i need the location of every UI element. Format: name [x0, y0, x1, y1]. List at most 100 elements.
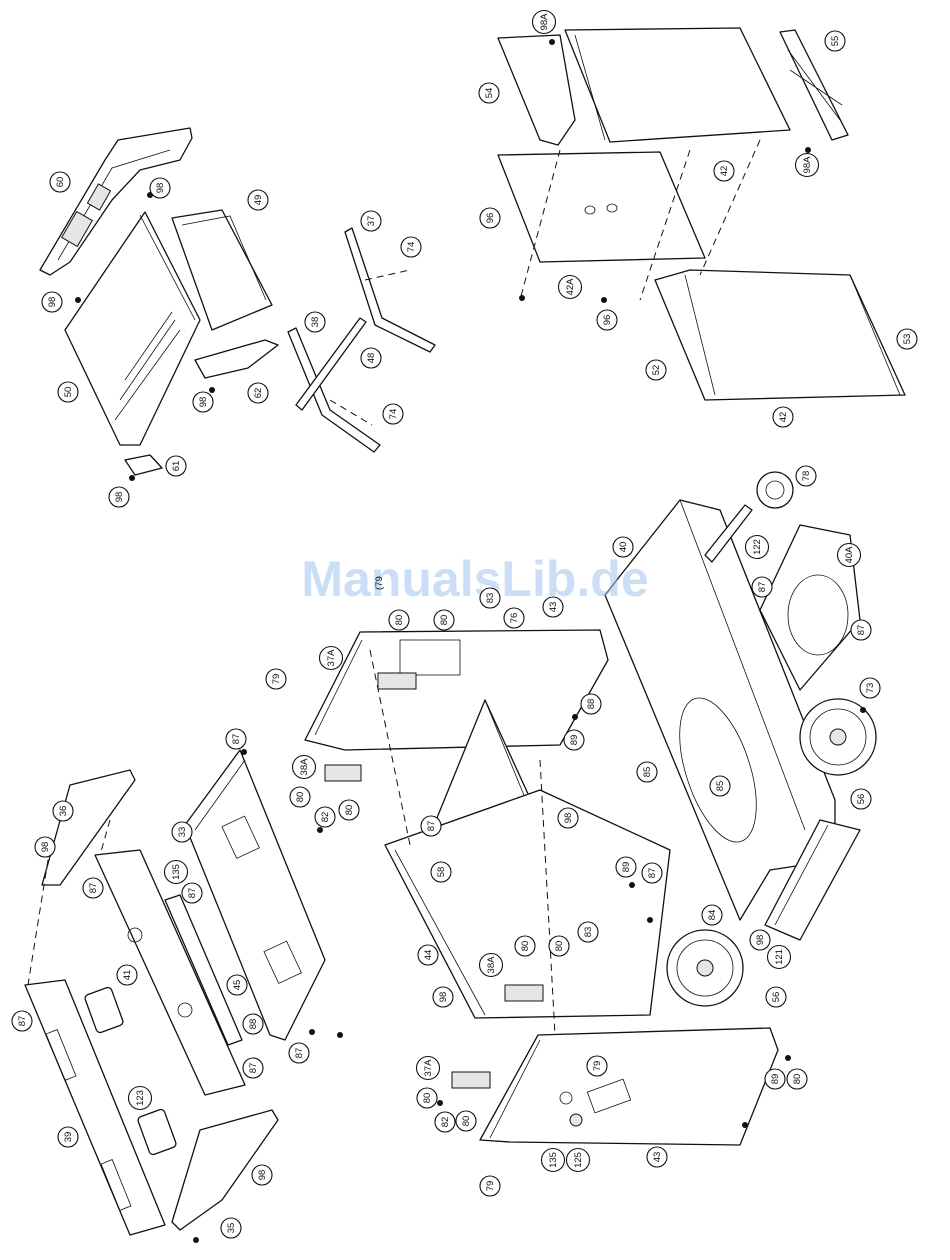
- part-callout-121: 121: [766, 944, 792, 970]
- part-callout-55: 55: [824, 30, 846, 52]
- part-callout-74: 74: [382, 403, 404, 425]
- part-number: 98: [563, 813, 574, 824]
- part-number: 87: [187, 888, 198, 899]
- part-callout-98: 98: [432, 986, 454, 1008]
- part-number: 98: [155, 183, 166, 194]
- part-number: 98: [47, 297, 58, 308]
- part-number: 80: [520, 941, 531, 952]
- part-number: 40: [618, 542, 629, 553]
- part-number: 56: [771, 992, 782, 1003]
- part-number: 125: [573, 1152, 584, 1168]
- part-callout-49: 49: [247, 189, 269, 211]
- part-number: 80: [554, 941, 565, 952]
- hood-assembly: [39, 127, 436, 476]
- part-callout-54: 54: [478, 82, 500, 104]
- part-callout-80: 80: [388, 609, 410, 631]
- part-callout-87: 87: [641, 862, 663, 884]
- part-number: 35: [226, 1223, 237, 1234]
- part-callout-87: 87: [181, 882, 203, 904]
- part-callout-98a: 98A: [794, 152, 820, 178]
- part-number: 80: [461, 1116, 472, 1127]
- part-number: 61: [171, 461, 182, 472]
- part-callout-80: 80: [786, 1068, 808, 1090]
- part-callout-41: 41: [116, 964, 138, 986]
- part-number: 98: [198, 397, 209, 408]
- part-callout-58: 58: [430, 861, 452, 883]
- part-callout-73: 73: [859, 677, 881, 699]
- part-number: 58: [436, 867, 447, 878]
- part-number: 98: [40, 842, 51, 853]
- part-callout-76: 76: [503, 607, 525, 629]
- part-callout-83: 83: [479, 587, 501, 609]
- part-number: 98A: [802, 156, 813, 174]
- part-callout-135: 135: [540, 1147, 566, 1173]
- part-callout-42: 42: [772, 406, 794, 428]
- part-number: 38A: [486, 956, 497, 974]
- part-callout-87: 87: [225, 728, 247, 750]
- part-callout-38a: 38A: [478, 952, 504, 978]
- part-number: 98: [438, 992, 449, 1003]
- part-callout-98: 98: [34, 836, 56, 858]
- part-callout-45: 45: [226, 974, 248, 996]
- part-callout-122: 122: [744, 534, 770, 560]
- part-callout-87: 87: [288, 1042, 310, 1064]
- part-number: 88: [248, 1019, 259, 1030]
- part-number: 42A: [565, 278, 576, 296]
- part-callout-40a: 40A: [836, 542, 862, 568]
- part-callout-87: 87: [420, 815, 442, 837]
- part-number: 41: [122, 970, 133, 981]
- part-number: 79: [592, 1061, 603, 1072]
- part-callout-43: 43: [646, 1146, 668, 1168]
- part-callout-98a: 98A: [531, 9, 557, 35]
- part-number: 42: [719, 166, 730, 177]
- part-callout-74: 74: [400, 236, 422, 258]
- part-number: 122: [752, 539, 763, 555]
- part-number: 87: [88, 883, 99, 894]
- part-callout-98: 98: [108, 486, 130, 508]
- part-callout-62: 62: [247, 382, 269, 404]
- part-number: 44: [423, 950, 434, 961]
- part-number: 39: [63, 1132, 74, 1143]
- part-number: 87: [231, 734, 242, 745]
- part-number: 62: [253, 388, 264, 399]
- part-callout-80: 80: [514, 935, 536, 957]
- part-callout-85: 85: [636, 761, 658, 783]
- part-number: 56: [856, 794, 867, 805]
- part-number: 87: [856, 625, 867, 636]
- part-callout-96: 96: [479, 207, 501, 229]
- part-callout-37a: 37A: [318, 645, 344, 671]
- part-callout-44: 44: [417, 944, 439, 966]
- part-callout-98: 98: [557, 807, 579, 829]
- part-number: 74: [388, 409, 399, 420]
- part-number: 60: [55, 177, 66, 188]
- part-callout-135: 135: [163, 859, 189, 885]
- part-callout-43: 43: [542, 596, 564, 618]
- part-callout-37a: 37A: [415, 1055, 441, 1081]
- part-callout-56: 56: [850, 788, 872, 810]
- part-callout-98: 98: [192, 391, 214, 413]
- part-number: 37: [366, 216, 377, 227]
- part-number: 76: [509, 613, 520, 624]
- part-number: 83: [485, 593, 496, 604]
- part-callout-98: 98: [149, 177, 171, 199]
- part-number: 89: [770, 1074, 781, 1085]
- part-callout-36: 36: [52, 800, 74, 822]
- part-number: 96: [602, 315, 613, 326]
- part-number: 49: [253, 195, 264, 206]
- part-number: 135: [171, 864, 182, 880]
- part-number: 87: [426, 821, 437, 832]
- part-number: 43: [548, 602, 559, 613]
- part-callout-87: 87: [82, 877, 104, 899]
- part-callout-50: 50: [57, 381, 79, 403]
- plain-part-label: (79: [374, 576, 385, 590]
- part-callout-98: 98: [41, 291, 63, 313]
- part-number: 74: [406, 242, 417, 253]
- part-number: 78: [801, 471, 812, 482]
- part-number: 82: [440, 1117, 451, 1128]
- part-number: 37A: [423, 1059, 434, 1077]
- part-number: 53: [902, 334, 913, 345]
- part-number: 79: [271, 674, 282, 685]
- part-callout-38: 38: [304, 311, 326, 333]
- part-number: 98A: [539, 13, 550, 31]
- part-callout-89: 89: [615, 856, 637, 878]
